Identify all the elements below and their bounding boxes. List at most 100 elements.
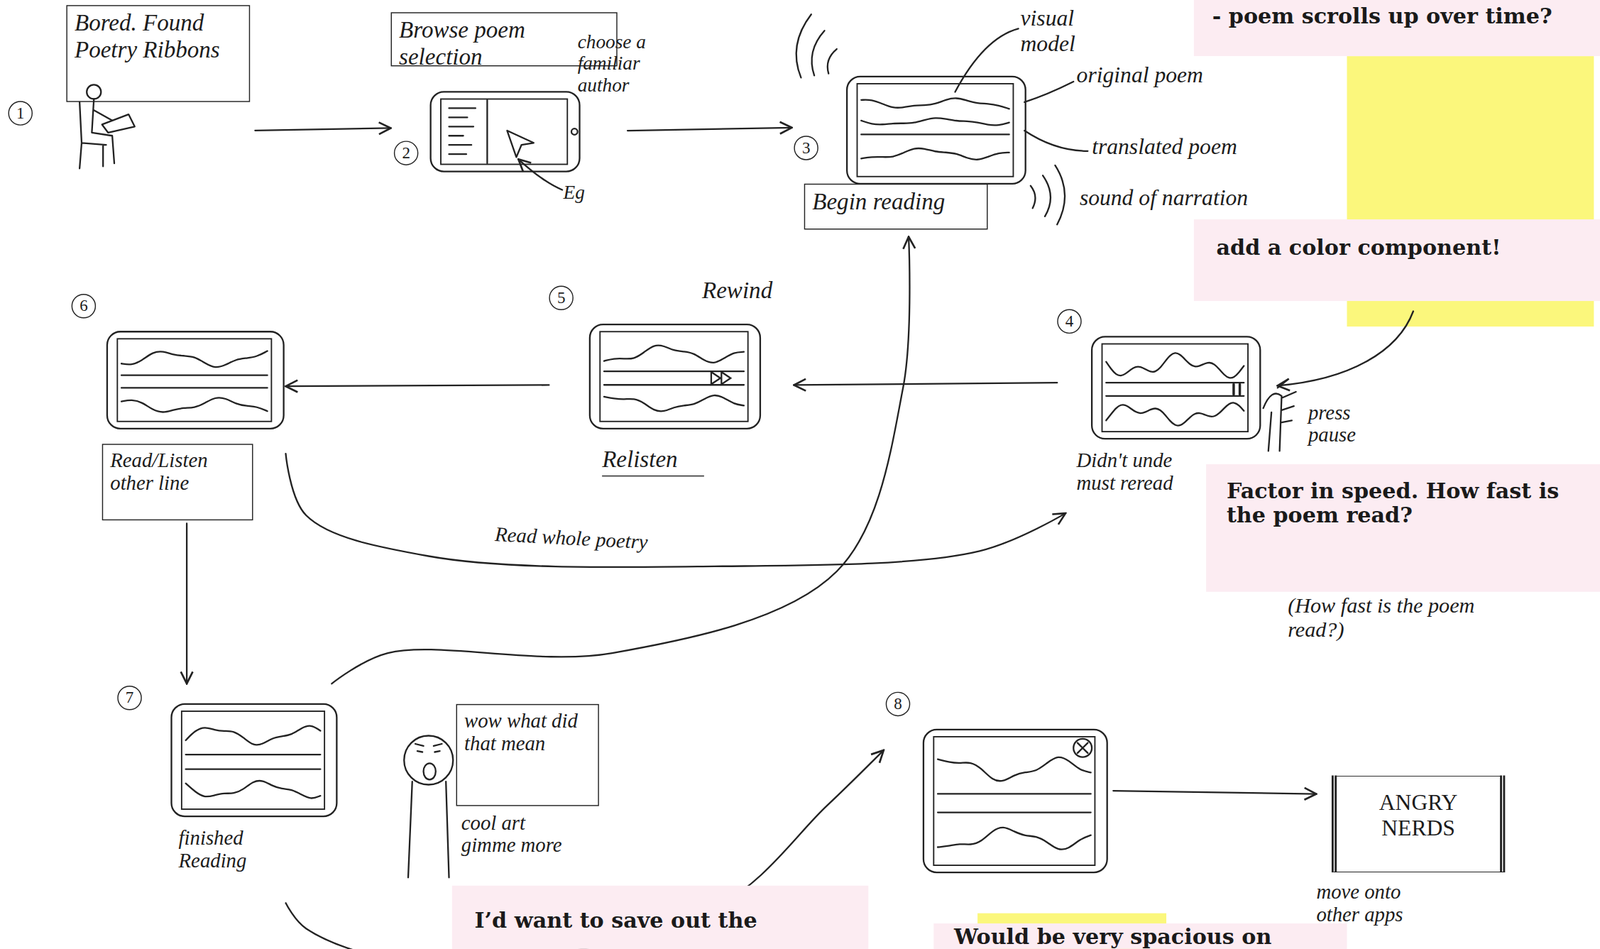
storyboard-step: 1 Bored. Found Poetry Ribbons: [8, 2, 256, 176]
person-figure: [79, 99, 115, 169]
note-text: Factor in speed. How fast is the poem re…: [1226, 478, 1600, 527]
divider-line: [121, 374, 268, 377]
phone-screen: [117, 338, 272, 421]
list-line: [449, 125, 475, 128]
handwritten-caption: move onto other apps: [1316, 880, 1434, 927]
waveform: [604, 395, 744, 412]
note-text: - poem scrolls up over time?: [1212, 4, 1591, 29]
list-line: [449, 107, 476, 109]
storyboard-step: 6Read/Listen other line: [66, 291, 286, 524]
sound-waves: [1030, 165, 1065, 225]
phone-screen: [599, 331, 748, 422]
note-text: Would be very spacious on: [954, 924, 1342, 949]
leader-line: [1024, 81, 1074, 103]
person-head: [86, 84, 101, 99]
list-line: [449, 153, 467, 155]
cursor-arrow: [506, 130, 534, 157]
waveform: [937, 757, 1092, 781]
storyboard-step: 5RewindRelisten: [548, 277, 794, 477]
laptop: [102, 114, 135, 133]
divider-line: [861, 133, 1009, 135]
annotation-label: choose a familiar author: [577, 30, 681, 96]
figure-body: [408, 781, 450, 878]
sticky-note: add a color component!: [1193, 219, 1600, 301]
phone-sketch: [589, 324, 761, 429]
face: [403, 736, 453, 786]
handwritten-caption: Bored. Found Poetry Ribbons: [66, 4, 250, 103]
close-symbol: [1073, 738, 1092, 758]
annotation-label: sound of narration: [1079, 185, 1346, 211]
sketch-box: ANGRY NERDS move onto other apps: [1316, 770, 1521, 939]
divider-line: [604, 384, 744, 386]
leader-line: [1024, 130, 1088, 152]
sticky-note: I’d want to save out the: [452, 885, 869, 949]
handwritten-caption: wow what did that mean: [456, 704, 600, 807]
sticky-pointer: [1277, 311, 1414, 387]
divider-line: [185, 768, 321, 771]
callout-number: 1: [8, 100, 34, 126]
handwritten-caption: cool art gimme more: [461, 811, 585, 857]
fast-forward-symbol: [711, 371, 731, 385]
waveform: [604, 345, 744, 363]
handwritten-caption: Read/Listen other line: [102, 443, 254, 521]
callout-number: 6: [71, 293, 97, 319]
flow-arrow: [331, 237, 910, 685]
storyboard-step: 3Begin reading: [792, 71, 1033, 238]
handwritten-caption: Begin reading: [804, 183, 989, 230]
flow-arrow: [793, 382, 1057, 385]
list-line: [449, 144, 473, 146]
pressing-hand: [1263, 379, 1297, 452]
face-eyes: [415, 743, 442, 753]
waveform: [185, 726, 321, 746]
flow-arrow: [627, 127, 792, 131]
handwritten-caption: ANGRY NERDS: [1331, 775, 1505, 874]
storyboard-step: 7finished Reading: [114, 683, 341, 903]
phone-body: [846, 76, 1026, 184]
phone-body: [107, 331, 284, 429]
callout-number: 3: [793, 135, 819, 161]
sticky-note: Would be very spacious on: [933, 923, 1347, 949]
callout-number: 2: [393, 140, 419, 166]
edge-label: Read whole poetry: [494, 522, 649, 553]
waveform: [1105, 352, 1244, 378]
close-symbol: [1077, 743, 1088, 754]
phone-sketch: [923, 729, 1108, 873]
divider-line: [121, 386, 268, 389]
sound-waves: [796, 14, 837, 78]
phone-screen: [181, 711, 325, 810]
list-line: [449, 116, 468, 118]
divider-line: [1105, 395, 1244, 397]
waveform: [121, 351, 268, 368]
flow-arrow: [185, 523, 188, 685]
phone-screen: [933, 736, 1095, 866]
divider-line: [604, 370, 744, 372]
flow-arrow: [254, 127, 391, 130]
phone-body: [589, 324, 761, 429]
sticky-note: Factor in speed. How fast is the poem re…: [1206, 464, 1600, 593]
divider-line: [185, 753, 321, 756]
annotation-label: visual model: [1020, 6, 1103, 57]
sticky-note: - poem scrolls up over time?: [1193, 0, 1600, 57]
home-button: [571, 128, 578, 135]
waveform: [121, 397, 268, 412]
annotation-label: original poem: [1076, 63, 1251, 89]
storyboard-step: 8: [883, 689, 1114, 879]
flow-arrow: [1113, 790, 1317, 794]
leader-line: [955, 28, 1019, 92]
handwritten-caption: Relisten: [601, 447, 705, 477]
note-text: I’d want to save out the: [474, 907, 862, 933]
phone-body: [1091, 336, 1260, 439]
phone-sketch: [846, 76, 1026, 184]
screen-divider: [486, 100, 488, 164]
waveform: [861, 117, 1009, 125]
phone-body: [171, 704, 338, 817]
waveform: [861, 148, 1009, 160]
callout-number: 4: [1056, 309, 1082, 335]
phone-body: [430, 91, 580, 172]
annotation-label: Eg: [563, 181, 605, 204]
phone-body: [923, 729, 1108, 873]
phone-screen: [857, 83, 1014, 177]
note-text: add a color component!: [1216, 235, 1585, 260]
